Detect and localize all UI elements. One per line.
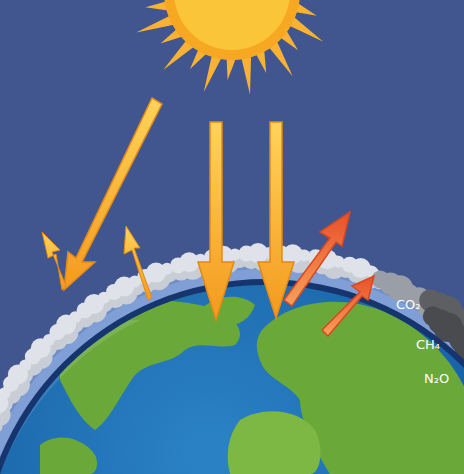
gas-label: N₂O — [424, 372, 449, 385]
atmosphere — [0, 253, 464, 474]
continents — [40, 283, 464, 474]
sun — [128, 0, 336, 94]
reflected-heat — [284, 212, 374, 336]
gas-label: CO₂ — [396, 298, 421, 311]
earth — [0, 285, 464, 474]
sun-rays — [42, 98, 294, 320]
gas-label: CH₄ — [416, 338, 440, 351]
earth-rim — [0, 279, 464, 474]
atmosphere-inner — [0, 269, 464, 474]
